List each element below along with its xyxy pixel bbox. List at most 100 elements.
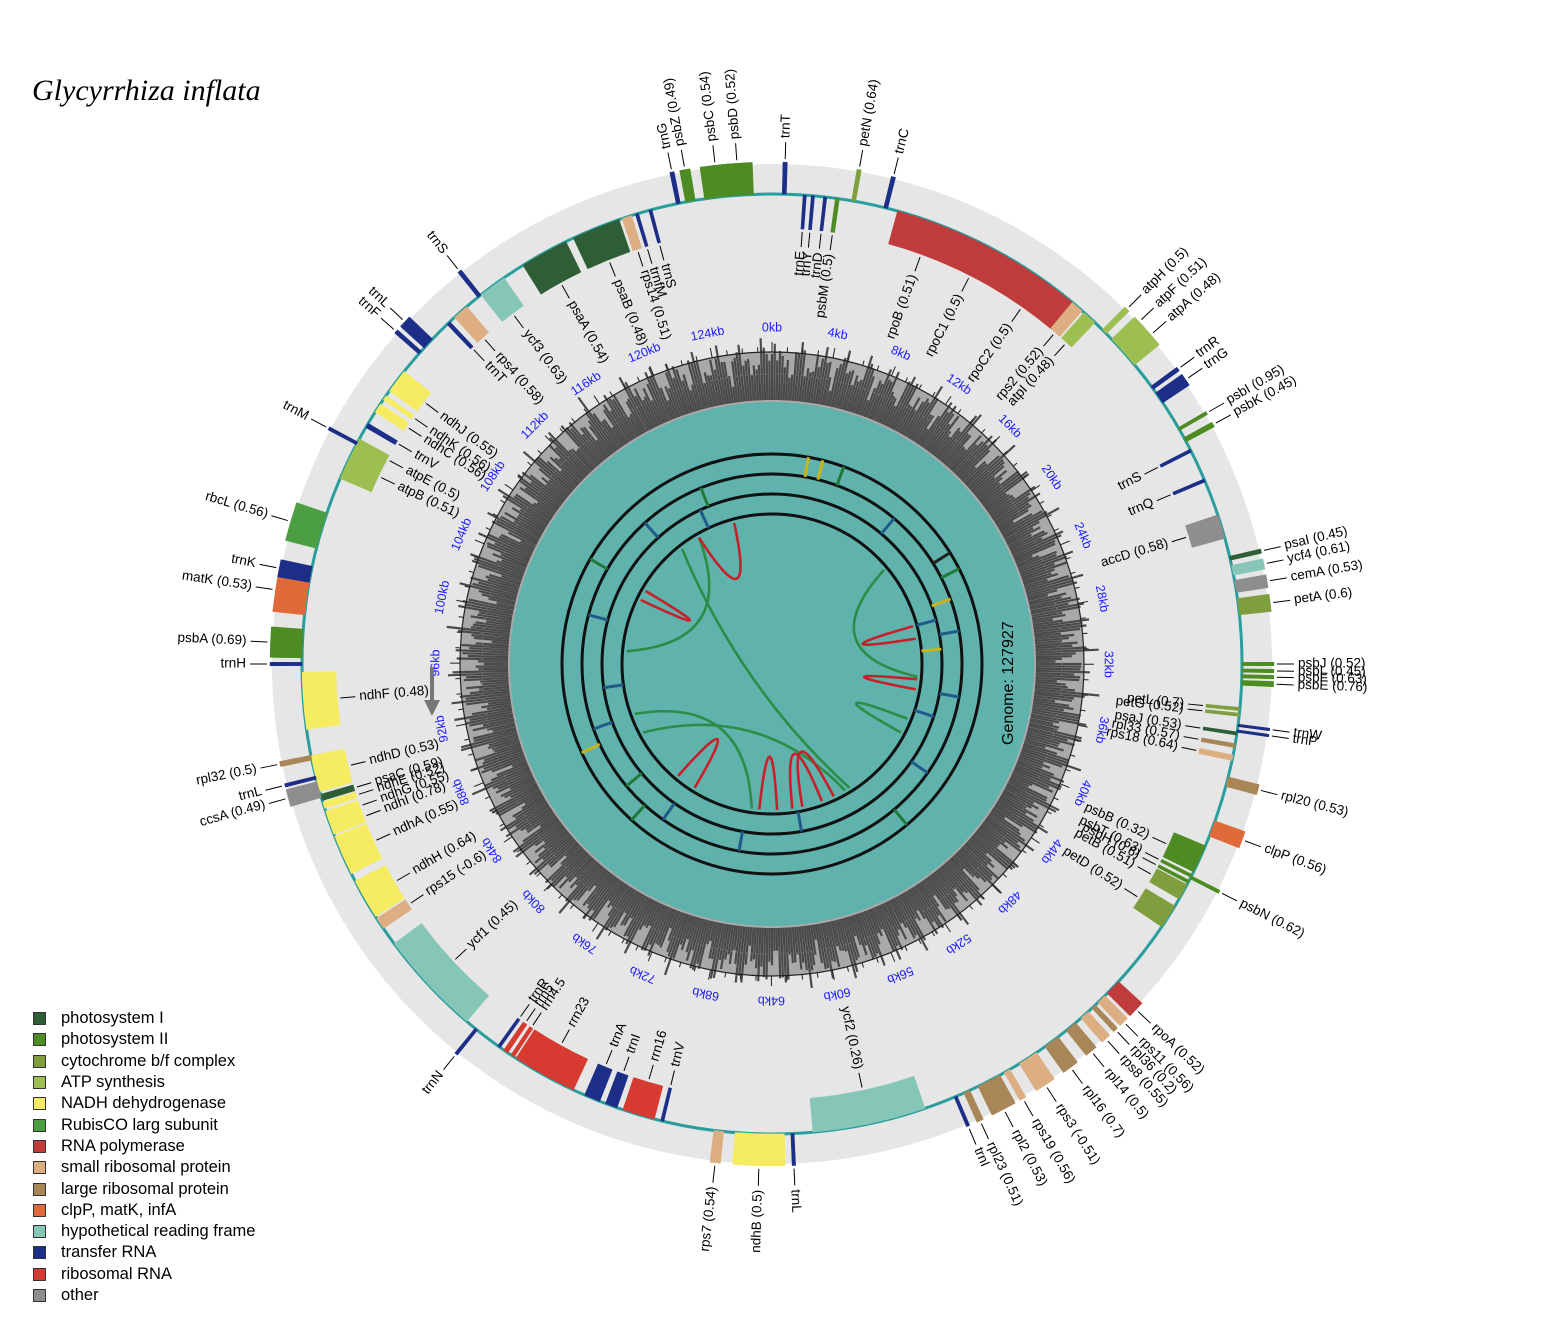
- gene-block: [1234, 574, 1269, 593]
- legend-swatch: [33, 1203, 46, 1217]
- gene-label-leader: [520, 1004, 530, 1017]
- tick-label: 92kb: [432, 714, 451, 743]
- tick-mark: [724, 972, 727, 978]
- gene-label-leader: [712, 145, 716, 163]
- gene-label-leader: [1144, 852, 1159, 860]
- repeat-mark: [835, 466, 846, 486]
- tick-mark: [1080, 709, 1086, 712]
- repeat-link: [697, 522, 742, 581]
- gene-label: ccsA (0.49): [198, 796, 267, 829]
- gene-label: trnS: [658, 262, 679, 290]
- tick-mark: [558, 894, 563, 899]
- gene-block: [830, 198, 840, 233]
- repeat-mark: [643, 521, 660, 539]
- gene-block: [515, 1029, 589, 1091]
- gene-label: trnM: [281, 397, 312, 423]
- tick-mark: [1074, 586, 1080, 589]
- gene-label-leader: [1046, 1087, 1057, 1103]
- gene-label-leader: [396, 872, 411, 881]
- tick-mark: [817, 350, 820, 356]
- tick-mark: [1074, 739, 1080, 742]
- gene-block: [605, 1071, 629, 1109]
- legend-label: hypothetical reading frame: [61, 1222, 256, 1241]
- gene-block: [279, 754, 313, 767]
- gene-label-leader: [446, 255, 459, 270]
- gene-block: [635, 213, 649, 248]
- tick-mark: [890, 366, 896, 376]
- tick-mark: [980, 895, 985, 900]
- gene-label-leader: [667, 152, 672, 170]
- tick-mark: [1065, 768, 1071, 772]
- gene-label-leader: [260, 764, 278, 769]
- tick-label: 28kb: [1093, 584, 1112, 613]
- gene-block: [1202, 726, 1238, 736]
- tick-mark: [664, 957, 667, 963]
- gene-label-leader: [1071, 1069, 1083, 1084]
- gene-block: [285, 781, 322, 807]
- gene-label-leader: [1183, 736, 1199, 740]
- gene-block: [1157, 864, 1190, 884]
- tick-mark: [647, 951, 653, 962]
- gene-label-leader: [561, 1029, 570, 1043]
- tick-mark: [592, 922, 599, 932]
- gene-label-leader: [1140, 307, 1155, 320]
- gene-block: [1198, 748, 1234, 761]
- gc-teal-inner: [510, 402, 1034, 926]
- gene-block: [1237, 723, 1271, 732]
- gene-label: psbJ (0.52): [1298, 656, 1366, 671]
- gene-label-leader: [1137, 866, 1151, 875]
- repeat-link: [640, 589, 692, 622]
- tick-mark: [991, 884, 1000, 893]
- gene-block: [400, 316, 433, 349]
- tick-mark: [543, 883, 552, 892]
- gene-block: [584, 1063, 613, 1102]
- repeat-link: [863, 674, 918, 691]
- gene-block: [1018, 1052, 1055, 1092]
- gene-block: [660, 1087, 672, 1122]
- gene-block: [1150, 366, 1180, 390]
- repeat-mark: [698, 509, 710, 529]
- repeat-ring: [580, 472, 964, 856]
- gene-block: [977, 1074, 1016, 1116]
- tick-mark: [527, 461, 532, 466]
- legend-label: ATP synthesis: [61, 1073, 165, 1092]
- gene-block: [1172, 478, 1206, 496]
- gene-label: ndhB (0.5): [748, 1190, 765, 1253]
- gene-block: [327, 426, 359, 446]
- gene-label-leader: [735, 143, 738, 161]
- tick-mark: [861, 962, 865, 968]
- legend-item: cytochrome b/f complex: [33, 1051, 255, 1072]
- tick-mark: [945, 396, 952, 405]
- tick-mark: [464, 738, 470, 741]
- tick-mark: [516, 848, 522, 853]
- gene-block: [1050, 302, 1083, 337]
- repeat-rings: [560, 452, 984, 876]
- repeat-mark: [589, 557, 609, 571]
- legend-label: RNA polymerase: [61, 1136, 185, 1155]
- gene-label-leader: [605, 1049, 613, 1065]
- gene-label-leader: [526, 1008, 536, 1022]
- gene-label-leader: [1276, 683, 1294, 686]
- gene-label-leader: [408, 427, 422, 437]
- legend-item: other: [33, 1285, 255, 1306]
- gene-block: [454, 1027, 478, 1056]
- gene-block: [1106, 981, 1143, 1017]
- tick-mark: [608, 931, 612, 936]
- gene-blocks: [269, 161, 1275, 1167]
- gene-label-leader: [1185, 725, 1201, 729]
- tick-mark: [1047, 514, 1052, 518]
- legend-label: small ribosomal protein: [61, 1158, 231, 1177]
- tick-mark: [1053, 797, 1059, 801]
- gene-label-leader: [1137, 1011, 1151, 1024]
- gene-label: trnW: [1293, 724, 1323, 743]
- tick-label: 68kb: [691, 985, 720, 1004]
- gene-block: [732, 1132, 786, 1167]
- legend-label: other: [61, 1286, 99, 1304]
- gene-label: trnL: [237, 783, 264, 803]
- tick-mark: [665, 365, 669, 371]
- tick-mark: [1002, 450, 1008, 455]
- tick-mark: [1077, 724, 1088, 728]
- tick-mark: [458, 708, 464, 711]
- gene-label: trnD: [808, 252, 826, 279]
